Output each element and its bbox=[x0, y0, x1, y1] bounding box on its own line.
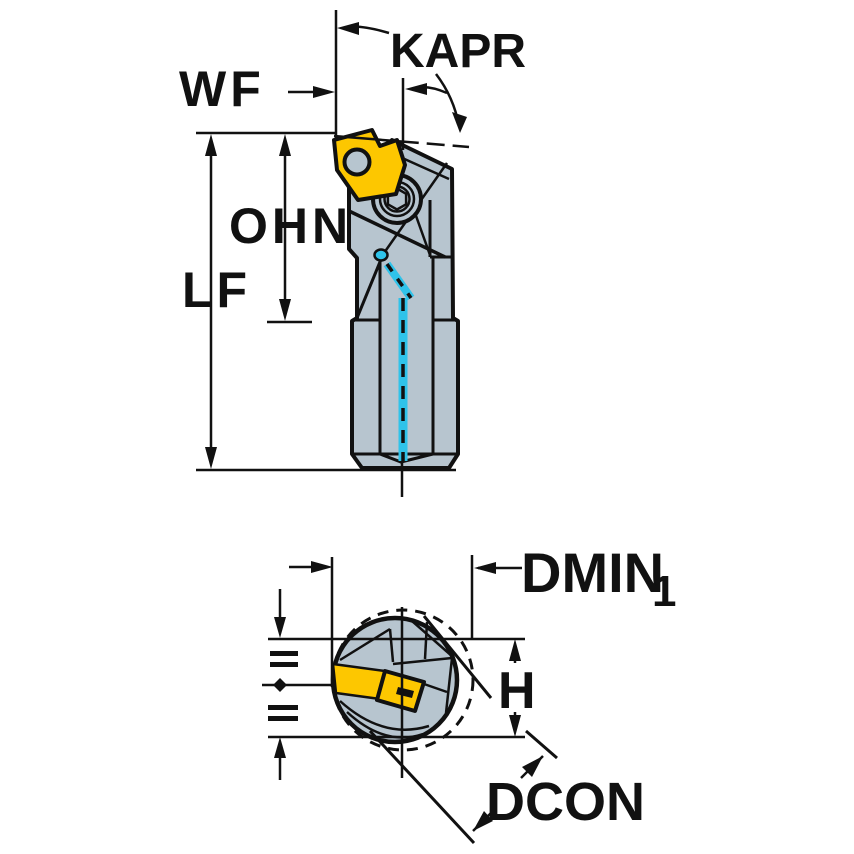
center-height-marks bbox=[262, 589, 332, 780]
kapr-arrow-left-icon bbox=[337, 22, 359, 35]
dcon-arrow-downleft-icon bbox=[473, 811, 493, 831]
side-view: WF KAPR OHN LF bbox=[179, 10, 526, 497]
ohn-arrow-down-icon bbox=[279, 299, 291, 321]
coolant-diagonal-dashes bbox=[385, 262, 413, 300]
dcon-label: DCON bbox=[486, 772, 645, 832]
dcon-arrow-upright-icon bbox=[522, 756, 543, 777]
ohn-label: OHN bbox=[229, 198, 352, 254]
dcon-tangent-lower bbox=[368, 729, 476, 845]
dmin-dimension bbox=[289, 555, 522, 687]
wf-label: WF bbox=[179, 61, 265, 117]
kapr-arc-arrowhead-icon bbox=[452, 112, 467, 133]
head-topface-line bbox=[399, 155, 450, 181]
dmin-arrow-right-icon bbox=[311, 561, 333, 573]
side-view-dimensions: WF KAPR OHN LF bbox=[179, 10, 526, 472]
equals-mark bbox=[268, 716, 298, 721]
insert-slot bbox=[396, 687, 414, 698]
equals-mark bbox=[270, 651, 298, 656]
cutting-insert-side bbox=[332, 128, 407, 202]
lf-dimension bbox=[205, 134, 217, 469]
dmin-label: DMIN bbox=[521, 541, 664, 604]
equals-mark bbox=[268, 705, 298, 710]
kapr-arrow2-left-icon bbox=[405, 83, 427, 95]
lf-label: LF bbox=[182, 262, 251, 318]
head-diagonal-c bbox=[355, 256, 384, 319]
diamond-marker-icon bbox=[273, 678, 287, 692]
kapr-dimension bbox=[337, 22, 467, 133]
cutting-edge-extension-line bbox=[333, 134, 470, 149]
dmin-arrow-left-icon bbox=[474, 562, 496, 574]
h-label: H bbox=[498, 662, 536, 720]
h-dimension bbox=[509, 639, 521, 737]
end-view-dimensions: DMIN 1 H DCON bbox=[262, 541, 676, 845]
dcon-tangent-upper bbox=[422, 615, 493, 699]
lf-arrow-down-icon bbox=[205, 447, 217, 469]
h-arrow-up-icon bbox=[509, 639, 521, 661]
arrow-up-icon bbox=[274, 737, 286, 758]
kapr-label: KAPR bbox=[390, 25, 526, 78]
wf-dimension bbox=[288, 86, 335, 98]
lf-arrow-up-icon bbox=[205, 134, 217, 156]
dcon-dimension bbox=[368, 615, 558, 845]
dcon-tangent-upper-tick bbox=[525, 729, 558, 760]
equals-mark bbox=[270, 662, 298, 667]
cutting-insert-end bbox=[331, 662, 426, 713]
wf-arrow-right-icon bbox=[313, 86, 335, 98]
arrow-down-icon bbox=[274, 617, 286, 638]
ohn-dimension bbox=[279, 134, 291, 321]
end-view: DMIN 1 H DCON bbox=[262, 541, 676, 845]
dmin-subscript: 1 bbox=[652, 567, 676, 616]
coolant-inlet-dot bbox=[373, 248, 389, 262]
tool-body bbox=[332, 128, 460, 497]
insert-hole bbox=[342, 147, 372, 177]
ohn-arrow-up-icon bbox=[279, 134, 291, 156]
coolant-channel bbox=[373, 248, 415, 461]
h-arrow-down-icon bbox=[509, 715, 521, 737]
